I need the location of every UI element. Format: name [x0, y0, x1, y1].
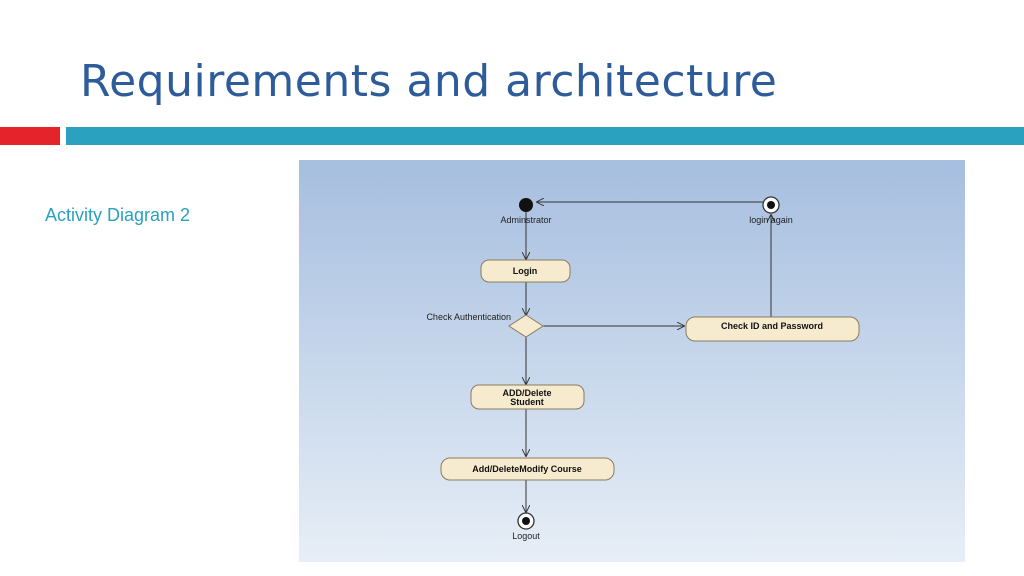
activity-diagram: Adminstrator login again Login Check Aut… [426, 196, 860, 541]
initial-node [519, 198, 533, 212]
accent-bar-red [0, 127, 60, 145]
diagram-caption: Activity Diagram 2 [45, 205, 191, 225]
check-authentication-decision [508, 314, 544, 338]
activity-diagram-panel: Adminstrator login again Login Check Aut… [299, 160, 965, 562]
slide-title: Requirements and architecture [80, 56, 778, 107]
check-authentication-label: Check Authentication [426, 312, 511, 322]
add-delete-modify-course-action [440, 457, 615, 481]
add-delete-student-label-1: ADD/Delete [502, 388, 551, 398]
add-delete-modify-course-label: Add/DeleteModify Course [472, 464, 582, 474]
login-action-label: Login [513, 266, 538, 276]
login-again-label: login again [749, 215, 793, 225]
add-delete-student-label-2: Student [510, 397, 544, 407]
initial-node-label: Adminstrator [500, 215, 551, 225]
check-id-password-label: Check ID and Password [721, 321, 823, 331]
accent-bar-teal [66, 127, 1024, 145]
add-delete-student-action [470, 384, 585, 410]
login-action [480, 259, 571, 283]
check-id-password-action [685, 316, 860, 342]
logout-final-node-dot [522, 517, 530, 525]
login-again-node-dot [767, 201, 775, 209]
logout-label: Logout [512, 531, 540, 541]
